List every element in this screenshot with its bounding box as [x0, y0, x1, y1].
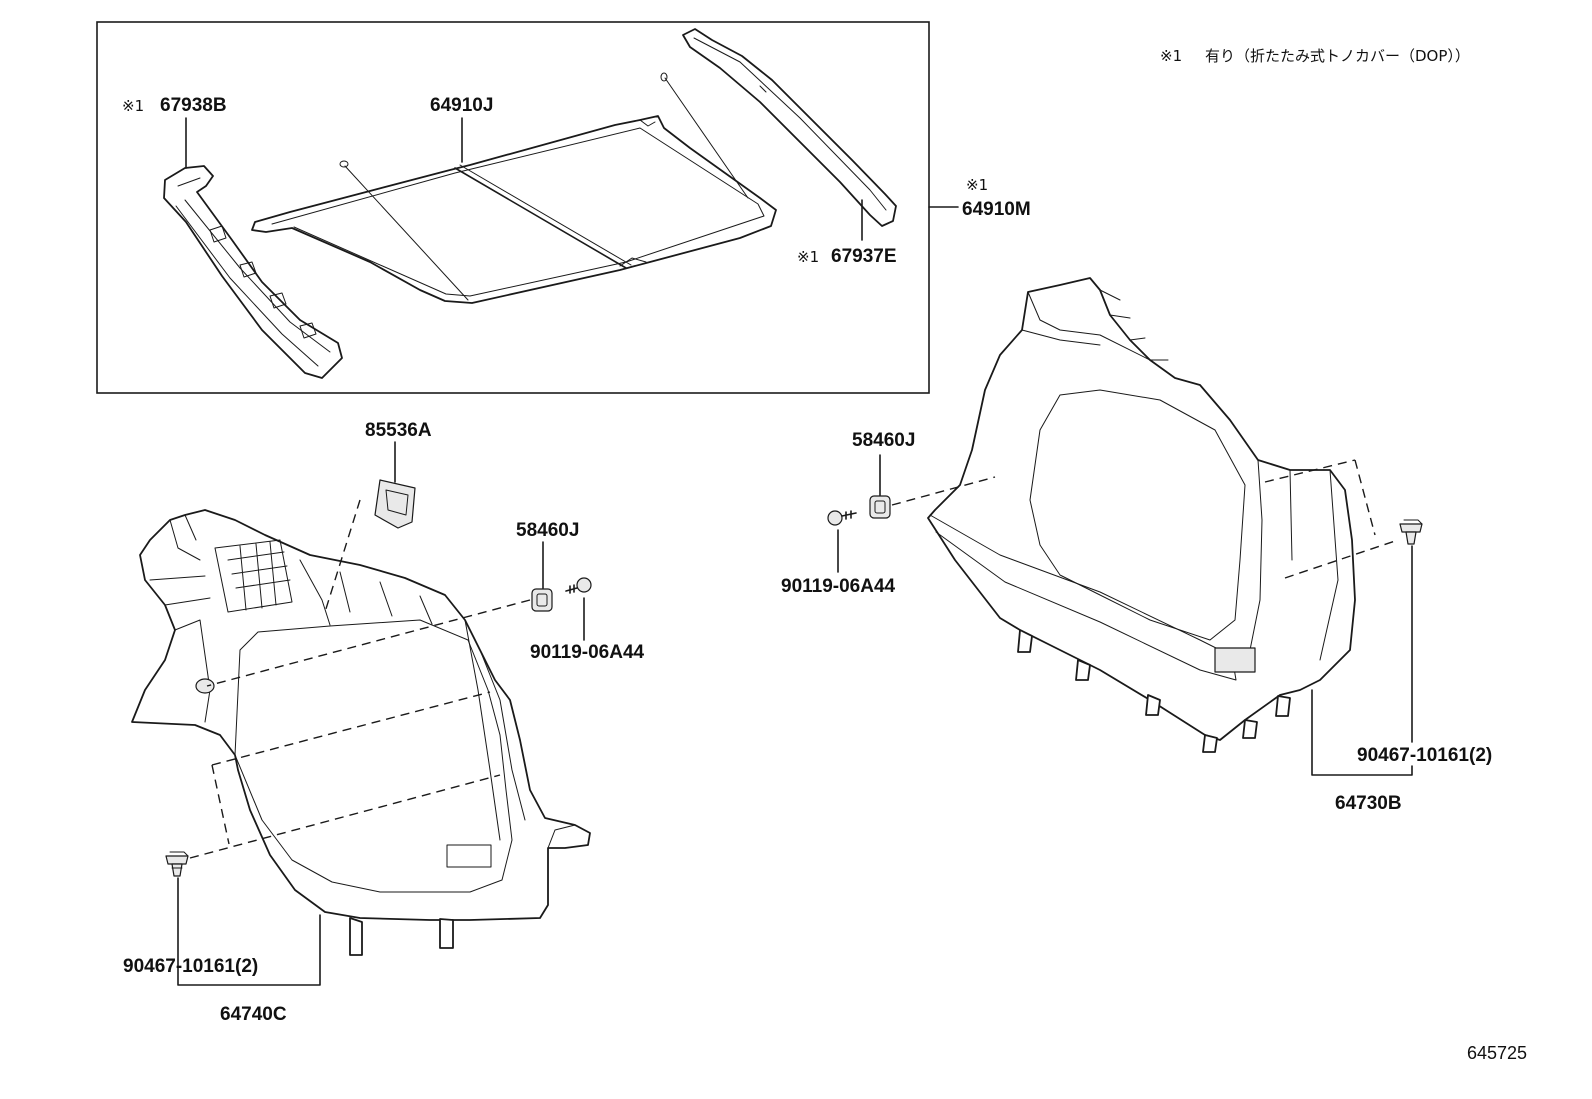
- trim-strip-67937E-drawing: [682, 28, 897, 227]
- label-67937E-mark: ※1: [797, 248, 819, 266]
- label-64910M-mark: ※1: [966, 176, 988, 194]
- tonneau-cover-64910J-drawing: [251, 72, 777, 304]
- dashed-85536A: [324, 499, 361, 613]
- right-trim-panel-64730B-drawing: [927, 277, 1356, 753]
- label-90467-right: 90467-10161(2): [1357, 745, 1492, 766]
- label-85536A: 85536A: [365, 420, 432, 441]
- label-58460J-left: 58460J: [516, 520, 579, 541]
- nut-58460J-left-drawing: [531, 588, 553, 612]
- trim-strip-67938B-drawing: [163, 165, 343, 379]
- clip-90467-10161-left-drawing: [165, 851, 189, 877]
- option-note-marker: ※1: [1160, 47, 1182, 65]
- dashed-clip-left: [189, 774, 501, 859]
- label-67938B: 67938B: [160, 95, 227, 116]
- screw-90119-06A44-right-drawing: [827, 510, 857, 526]
- screw-90119-06A44-left-drawing: [565, 577, 592, 594]
- label-64910J: 64910J: [430, 95, 493, 116]
- label-64910M: 64910M: [962, 199, 1031, 220]
- label-64740C: 64740C: [220, 1004, 287, 1025]
- label-64730B: 64730B: [1335, 793, 1402, 814]
- figure-number: 645725: [1467, 1043, 1527, 1063]
- nut-58460J-right-drawing: [869, 495, 891, 519]
- dashed-panel-right-side: [1354, 459, 1376, 536]
- label-67937E: 67937E: [831, 246, 897, 267]
- left-trim-panel-64740C-drawing: [131, 509, 591, 956]
- dashed-panel-left-top: [211, 691, 491, 766]
- dashed-58460J-right: [891, 476, 996, 506]
- label-67938B-mark: ※1: [122, 97, 144, 115]
- cover-85536A-drawing: [374, 479, 416, 529]
- leader-90467-left: [177, 877, 321, 986]
- label-58460J-right: 58460J: [852, 430, 915, 451]
- bracket-64730B: [1311, 689, 1413, 776]
- option-note-text: 有り（折たたみ式トノカバー（DOP））: [1205, 47, 1470, 65]
- clip-90467-10161-right-drawing: [1399, 519, 1423, 545]
- dashed-panel-left-side: [211, 764, 230, 845]
- dashed-58460J-left: [206, 599, 531, 687]
- label-90119-right: 90119-06A44: [781, 576, 896, 597]
- label-90467-left: 90467-10161(2): [123, 956, 258, 977]
- label-90119-left: 90119-06A44: [530, 642, 645, 663]
- dashed-clip-right: [1284, 539, 1399, 579]
- dashed-panel-right-top: [1264, 459, 1356, 483]
